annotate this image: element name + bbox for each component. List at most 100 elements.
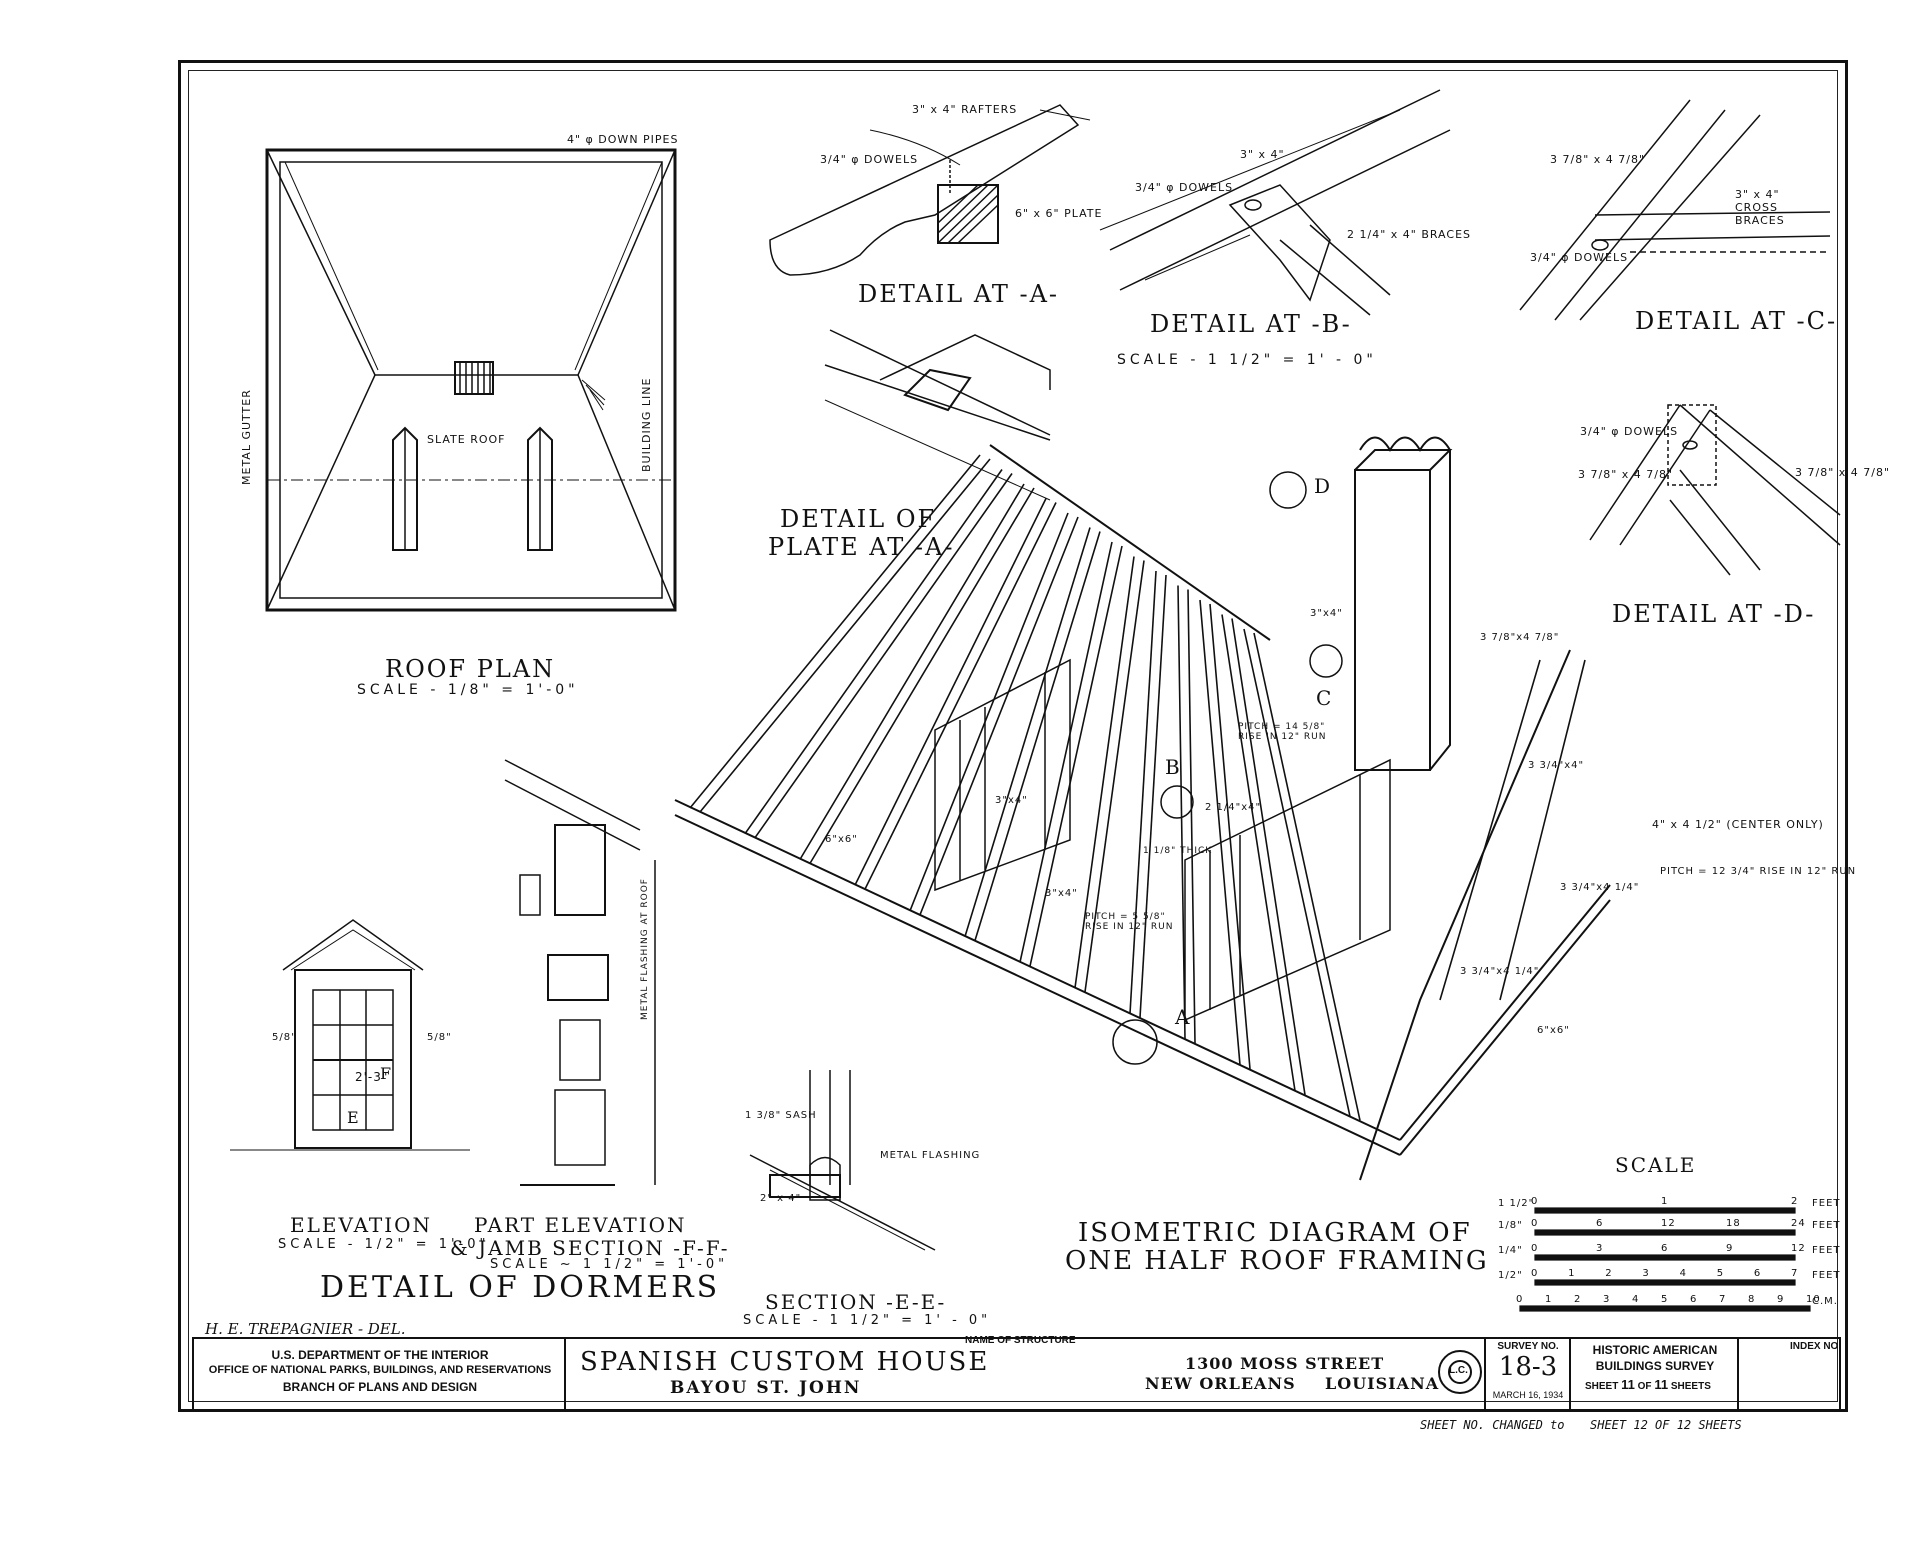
callout-b: B xyxy=(1165,755,1180,779)
scale-tick-label: 1 xyxy=(1661,1196,1669,1207)
detail-b-title: DETAIL AT -B- xyxy=(1150,310,1352,338)
scale-tick-label: 12 xyxy=(1791,1243,1806,1254)
scale-unit-label: C.M. xyxy=(1812,1296,1838,1307)
member-334-b: 3 3/4"x4 1/4" xyxy=(1560,882,1640,893)
scale-row-label: 1/8" xyxy=(1498,1220,1523,1231)
habs-line-1: HISTORIC AMERICAN xyxy=(1592,1343,1718,1357)
scale-tick-label: 12 xyxy=(1661,1218,1676,1229)
isometric-framing-drawing xyxy=(674,436,1611,1181)
scale-tick-label: 1 xyxy=(1568,1268,1576,1279)
scale-tick-label: 0 xyxy=(1531,1268,1539,1279)
dormer-width-dim: 2'-3" xyxy=(355,1070,389,1084)
detail-a-plate-label: 6" x 6" PLATE xyxy=(1015,207,1103,220)
scale-tick-label: 3 xyxy=(1596,1243,1604,1254)
slate-roof-label: SLATE ROOF xyxy=(427,433,506,446)
center-only-note: 4" x 4 1/2" (CENTER ONLY) xyxy=(1652,818,1824,831)
member-378: 3 7/8"x4 7/8" xyxy=(1480,632,1560,643)
dormer-marker-f: F xyxy=(380,1064,392,1083)
survey-label: SURVEY NO. xyxy=(1497,1341,1559,1352)
library-seal: L.C. xyxy=(1449,1365,1468,1376)
scale-tick-label: 18 xyxy=(1726,1218,1741,1229)
scale-tick-label: 9 xyxy=(1777,1294,1785,1305)
structure-name: SPANISH CUSTOM HOUSE xyxy=(580,1347,990,1377)
section-sash-label: 1 3/8" SASH xyxy=(745,1110,817,1121)
dormers-main-title: DETAIL OF DORMERS xyxy=(320,1270,721,1305)
detail-plate-title-1: DETAIL OF xyxy=(780,505,937,533)
building-line-label: BUILDING LINE xyxy=(640,377,653,473)
detail-a-dowels-label: 3/4" φ DOWELS xyxy=(820,153,919,166)
title-block-lines xyxy=(192,1337,1841,1411)
scale-title: SCALE xyxy=(1615,1153,1697,1177)
scale-unit-label: FEET xyxy=(1812,1220,1841,1231)
scale-tick-label: 2 xyxy=(1605,1268,1613,1279)
habs-line-2: BUILDINGS SURVEY xyxy=(1595,1359,1715,1373)
dormer-part-elevation-scale: SCALE ~ 1 1/2" = 1'-0" xyxy=(490,1257,729,1272)
member-334-c: 3 3/4"x4 1/4" xyxy=(1460,966,1540,977)
scale-tick-label: 5 xyxy=(1716,1268,1725,1279)
detail-d-drawing xyxy=(1589,404,1841,576)
sheets-word: SHEETS xyxy=(1670,1381,1711,1392)
detail-c-title: DETAIL AT -C- xyxy=(1635,307,1838,335)
member-3x4-c: 3"x4" xyxy=(1045,888,1078,899)
callout-a: A xyxy=(1175,1005,1190,1029)
scale-row-label: 1/2" xyxy=(1498,1270,1523,1281)
dormer-part-elevation-title-1: PART ELEVATION xyxy=(474,1213,687,1237)
street-address: 1300 MOSS STREET xyxy=(1185,1354,1385,1373)
scale-unit-label: FEET xyxy=(1812,1245,1841,1256)
scale-tick-label: 0 xyxy=(1531,1196,1539,1207)
scale-tick-label: 6 xyxy=(1596,1218,1604,1229)
detail-plate-drawing xyxy=(824,329,1051,501)
down-pipes-label: 4" φ DOWN PIPES xyxy=(567,133,679,146)
dormer-part-elevation-title-2: & JAMB SECTION -F-F- xyxy=(450,1236,730,1260)
scale-tick-label: 0 xyxy=(1531,1243,1539,1254)
handwritten-note-2: SHEET 12 OF 12 SHEETS xyxy=(1590,1418,1742,1432)
scale-tick-label: 0 xyxy=(1531,1218,1539,1229)
dormer-marker-e: E xyxy=(347,1108,359,1127)
dormer-elevation-drawing xyxy=(230,919,470,1151)
index-no-label: INDEX NO. xyxy=(1790,1341,1842,1352)
roof-plan-scale: SCALE - 1/8" = 1'-0" xyxy=(357,682,579,698)
state: LOUISIANA xyxy=(1325,1374,1440,1393)
dormer-elevation-scale: SCALE - 1/2" = 1'-0" xyxy=(278,1237,490,1252)
detail-c-cross-braces-label: 3" x 4" CROSS BRACES xyxy=(1735,188,1785,227)
scale-tick-label: 2 xyxy=(1791,1196,1799,1207)
scale-unit-label: FEET xyxy=(1812,1198,1841,1209)
detail-plate-title-2: PLATE AT -A- xyxy=(768,533,955,561)
pitch-lower-note: PITCH = 5 5/8" RISE IN 12" RUN xyxy=(1085,912,1174,932)
isometric-title-2: ONE HALF ROOF FRAMING xyxy=(1065,1246,1489,1276)
delineator-signature: H. E. TREPAGNIER - DEL. xyxy=(205,1320,406,1338)
callout-d: D xyxy=(1314,474,1331,498)
name-of-structure-label: NAME OF STRUCTURE xyxy=(965,1335,1076,1346)
member-6x6-a: 6"x6" xyxy=(825,834,858,845)
detail-d-dowels-label: 3/4" φ DOWELS xyxy=(1580,425,1679,438)
detail-b-member-label: 3" x 4" xyxy=(1240,148,1285,161)
member-334-a: 3 3/4"x4" xyxy=(1528,760,1585,771)
scale-tick-label: 0 xyxy=(1516,1294,1524,1305)
pitch-right-note: PITCH = 12 3/4" RISE IN 12" RUN xyxy=(1660,866,1857,877)
scale-tick-label: 1 xyxy=(1545,1294,1553,1305)
dormer-flashing-label: METAL FLASHING AT ROOF xyxy=(640,878,650,1020)
scale-row-label: 1 1/2" xyxy=(1498,1198,1535,1209)
city: NEW ORLEANS xyxy=(1145,1374,1296,1393)
dormer-side-dim-right: 5/8" xyxy=(427,1032,452,1043)
scale-tick-label: 4 xyxy=(1679,1268,1687,1279)
member-6x6-b: 6"x6" xyxy=(1537,1025,1570,1036)
of-word: OF xyxy=(1637,1381,1652,1392)
section-ee-drawing xyxy=(749,1070,936,1251)
roof-plan-title: ROOF PLAN xyxy=(385,655,556,683)
scale-tick-label: 7 xyxy=(1791,1268,1799,1279)
sheet-total: 11 xyxy=(1654,1377,1669,1392)
scale-tick-label: 2 xyxy=(1574,1294,1582,1305)
roof-plan-drawing xyxy=(265,148,677,612)
scale-tick-label: 4 xyxy=(1632,1294,1640,1305)
detail-a-drawing xyxy=(769,104,1091,276)
scale-unit-label: FEET xyxy=(1812,1270,1841,1281)
scale-tick-label: 6 xyxy=(1753,1268,1762,1279)
callout-c: C xyxy=(1316,686,1332,710)
detail-c-drawing xyxy=(1519,99,1831,321)
detail-b-dowels-label: 3/4" φ DOWELS xyxy=(1135,181,1234,194)
section-flashing-label: METAL FLASHING xyxy=(880,1150,981,1161)
detail-a-title: DETAIL AT -A- xyxy=(858,280,1060,308)
jamb-section-drawing xyxy=(504,759,656,1186)
